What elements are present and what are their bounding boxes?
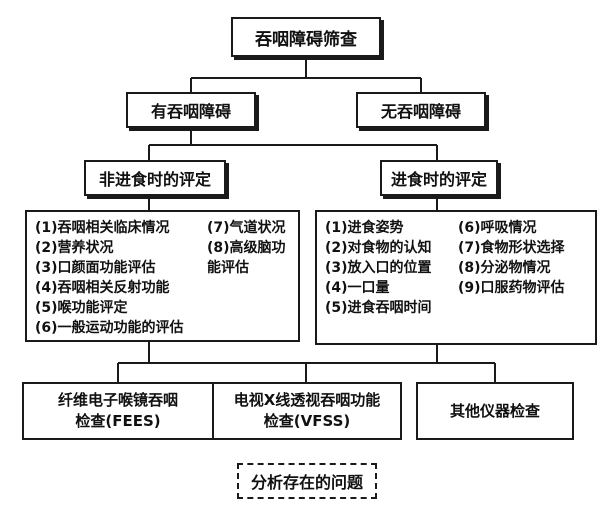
eating-item: (6)呼吸情况: [458, 220, 537, 236]
non-eating-item: (7)气道状况: [207, 220, 286, 236]
vfss-label-line1: 电视X线透视吞咽功能: [233, 391, 381, 409]
eating-item: (9)口服药物评估: [458, 280, 565, 296]
non-eating-item: (3)口颜面功能评估: [35, 260, 156, 276]
screening-label: 吞咽障碍筛查: [255, 29, 357, 50]
non-eating-item: (2)营养状况: [35, 240, 114, 256]
without-dysphagia-box: 无吞咽障碍: [356, 92, 486, 128]
vfss-label-line2: 检查(VFSS): [263, 412, 351, 430]
non-eating-assessment-box: 非进食时的评定: [84, 160, 226, 196]
eating-item: (4)一口量: [325, 280, 390, 296]
eating-item: (5)进食吞咽时间: [325, 300, 432, 316]
eating-assessment-label: 进食时的评定: [390, 170, 487, 189]
eating-assessment-box: 进食时的评定: [380, 160, 498, 196]
fees-label-line2: 检查(FEES): [75, 412, 161, 430]
non-eating-item: (5)喉功能评定: [35, 300, 128, 316]
eating-item: (7)食物形状选择: [458, 240, 565, 256]
eating-item: (3)放入口的位置: [325, 260, 432, 276]
eating-item: (8)分泌物情况: [458, 260, 551, 276]
analysis-box: 分析存在的问题: [237, 463, 377, 499]
other-instruments-box: 其他仪器检查: [416, 382, 574, 440]
without-dysphagia-label: 无吞咽障碍: [380, 102, 461, 121]
eating-items-box: (1)进食姿势 (6)呼吸情况 (2)对食物的认知 (7)食物形状选择 (3)放入口…: [315, 210, 597, 345]
non-eating-item: (8)高级脑功: [207, 240, 286, 256]
fees-box: 纤维电子喉镜吞咽 检查(FEES): [22, 382, 214, 440]
non-eating-item: (1)吞咽相关临床情况: [35, 220, 170, 236]
eating-item: (2)对食物的认知: [325, 240, 432, 256]
screening-box: 吞咽障碍筛查: [231, 17, 381, 57]
non-eating-items-box: (1)吞咽相关临床情况 (7)气道状况 (2)营养状况 (8)高级脑功 (3)口颜面…: [25, 210, 300, 342]
non-eating-item: (4)吞咽相关反射功能: [35, 280, 170, 296]
non-eating-item: (6)一般运动功能的评估: [35, 320, 184, 336]
other-instruments-label: 其他仪器检查: [449, 401, 540, 420]
with-dysphagia-box: 有吞咽障碍: [126, 92, 256, 128]
analysis-label: 分析存在的问题: [250, 473, 363, 492]
non-eating-assessment-label: 非进食时的评定: [98, 170, 211, 189]
vfss-box: 电视X线透视吞咽功能 检查(VFSS): [212, 382, 402, 440]
fees-label-line1: 纤维电子喉镜吞咽: [57, 391, 178, 409]
non-eating-item: 能评估: [207, 260, 249, 276]
eating-item: (1)进食姿势: [325, 220, 404, 236]
with-dysphagia-label: 有吞咽障碍: [150, 102, 231, 121]
